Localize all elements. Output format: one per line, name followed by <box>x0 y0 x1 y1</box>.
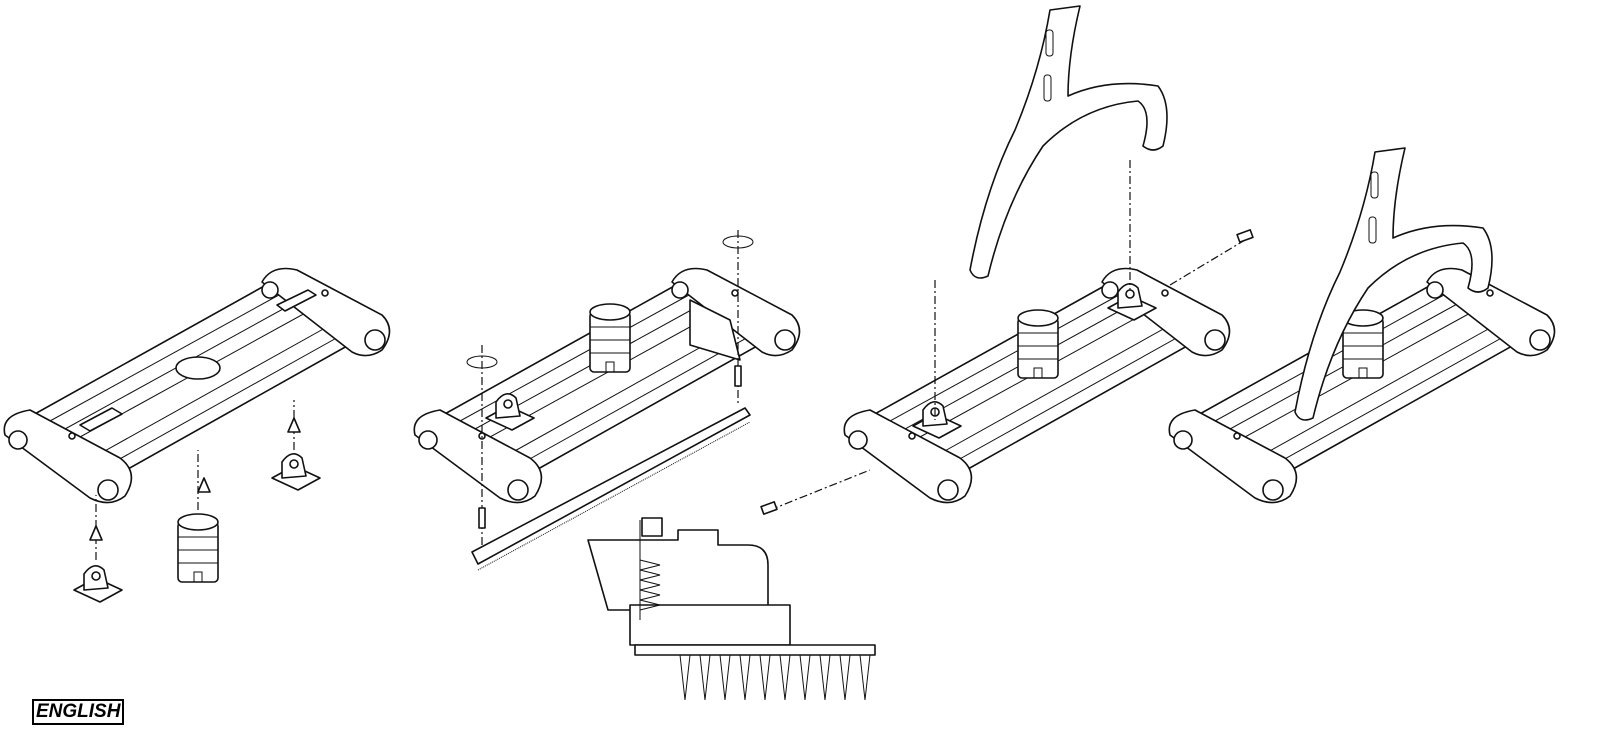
spring <box>639 559 661 611</box>
language-label: ENGLISH <box>32 699 125 725</box>
slot <box>79 407 123 432</box>
rotate-icon <box>722 235 754 249</box>
socket-part <box>177 513 219 583</box>
slot <box>276 289 317 312</box>
socket-part <box>1017 309 1059 379</box>
step-3-handle-attach <box>760 5 1254 515</box>
socket-hole <box>175 356 221 380</box>
section-detail <box>587 517 876 701</box>
guide-line <box>1169 239 1246 286</box>
pin <box>760 501 778 515</box>
foot-part <box>73 565 123 603</box>
guide-line <box>769 469 871 511</box>
bristles <box>477 421 751 571</box>
socket-part <box>589 303 631 373</box>
pin <box>1236 229 1254 243</box>
brush-base <box>634 644 876 656</box>
screw-head <box>641 517 663 537</box>
step-1-base-parts <box>3 267 391 603</box>
brush-strip <box>471 407 751 565</box>
foot-part <box>271 453 321 491</box>
spring <box>478 507 486 529</box>
handle-bracket <box>969 5 1168 279</box>
step-2-brush-mount <box>413 230 801 571</box>
spring <box>734 365 742 387</box>
rotate-icon <box>466 355 498 369</box>
base-plate <box>1168 267 1556 504</box>
bristles <box>679 654 871 701</box>
base-plate <box>3 267 391 504</box>
arrow-up-icon <box>89 417 301 541</box>
base-plate <box>843 267 1231 504</box>
bracket-cutaway <box>689 299 741 361</box>
